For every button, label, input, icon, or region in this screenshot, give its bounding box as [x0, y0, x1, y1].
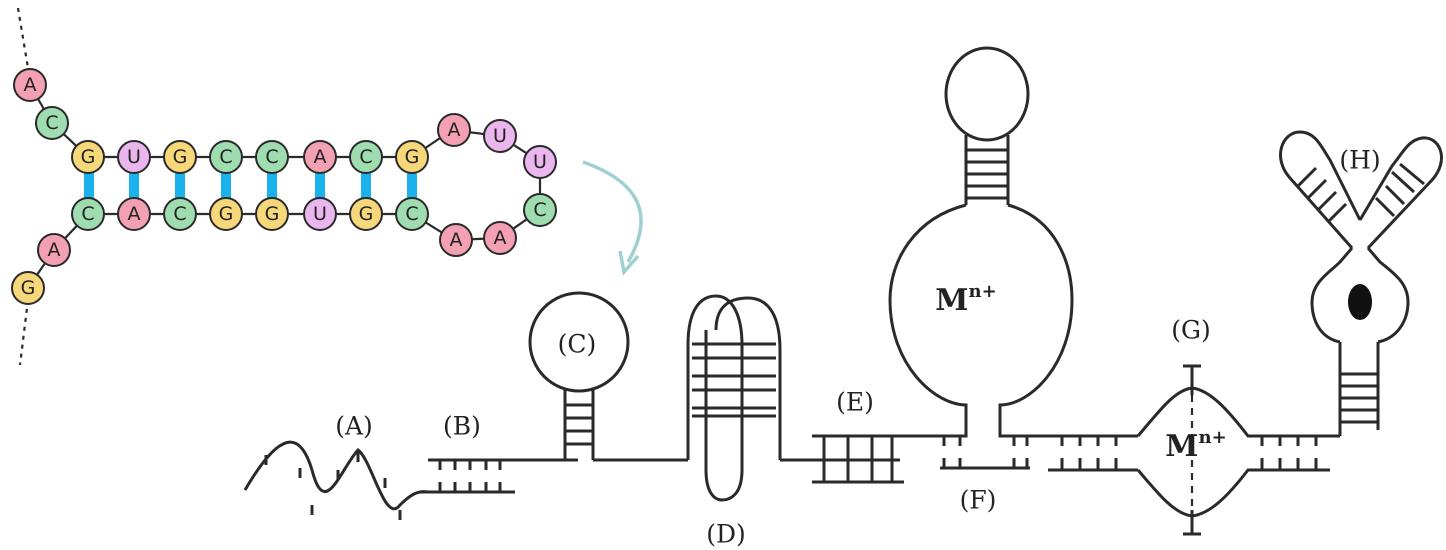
nucleotide: G — [11, 271, 45, 305]
base-pair-bars — [84, 172, 417, 200]
motif-e-duplex — [812, 434, 940, 484]
svg-text:A: A — [314, 146, 327, 168]
svg-text:G: G — [219, 203, 234, 225]
svg-text:C: C — [45, 112, 58, 134]
svg-text:U: U — [127, 146, 141, 168]
svg-text:C: C — [359, 146, 372, 168]
nucleotide: G — [255, 197, 289, 231]
svg-text:C: C — [533, 199, 546, 221]
motif-b-mismatch-duplex — [420, 458, 578, 494]
nucleotide: C — [255, 140, 289, 174]
svg-text:Mn+: Mn+ — [1165, 427, 1226, 464]
metal-ion-label-g: Mn+ — [1165, 427, 1226, 464]
nucleotide: A — [117, 197, 151, 231]
svg-text:C: C — [219, 146, 232, 168]
motif-d-pseudoknot — [686, 294, 812, 502]
nucleotide: G — [209, 197, 243, 231]
label-c: (C) — [558, 330, 597, 359]
nucleotide: C — [523, 193, 557, 227]
curved-arrow — [582, 160, 643, 276]
nucleotide: A — [439, 223, 473, 257]
label-d: (D) — [706, 520, 746, 549]
svg-text:A: A — [448, 119, 461, 141]
nucleotide: G — [395, 140, 429, 174]
nucleotide: U — [523, 145, 557, 179]
base-pair-bar — [84, 172, 94, 200]
motif-h-junction — [1279, 130, 1443, 436]
nucleotide: U — [483, 119, 517, 153]
nucleotide: A — [483, 221, 517, 255]
svg-text:C: C — [405, 203, 418, 225]
base-pair-bar — [361, 172, 371, 200]
nucleotide: U — [303, 197, 337, 231]
svg-text:A: A — [450, 229, 463, 251]
nucleotide: A — [437, 113, 471, 147]
nucleotide: C — [163, 197, 197, 231]
base-pair-bar — [267, 172, 277, 200]
motif-g-metal-bulge — [1048, 364, 1340, 536]
junction-core — [1348, 284, 1372, 320]
label-h: (H) — [1339, 146, 1380, 175]
hairpin-detail: A C G U G C C A C G A U U C A A C G U G … — [11, 7, 557, 366]
svg-text:C: C — [265, 146, 278, 168]
base-pair-bar — [407, 172, 417, 200]
svg-text:Mn+: Mn+ — [935, 281, 996, 318]
svg-text:U: U — [493, 125, 507, 147]
label-g: (G) — [1171, 316, 1210, 345]
svg-text:G: G — [81, 146, 96, 168]
nucleotide: C — [71, 197, 105, 231]
svg-text:G: G — [265, 203, 280, 225]
base-pair-bar — [315, 172, 325, 200]
nucleotide: G — [71, 140, 105, 174]
nucleotide: C — [209, 140, 243, 174]
svg-text:A: A — [48, 239, 61, 261]
svg-text:G: G — [173, 146, 188, 168]
nucleotide: C — [349, 140, 383, 174]
svg-text:A: A — [128, 203, 141, 225]
nucleotide: C — [395, 197, 429, 231]
svg-text:U: U — [533, 151, 547, 173]
label-f: (F) — [960, 486, 997, 515]
nucleotide: A — [37, 233, 71, 267]
nucleotide: C — [35, 106, 69, 140]
label-a: (A) — [335, 412, 373, 441]
nucleotide: G — [349, 197, 383, 231]
motif-a-single-strand — [243, 440, 429, 520]
motif-c-stem-loop — [528, 291, 688, 462]
strand-end-dotted-bottom — [18, 299, 30, 366]
nucleotides: A C G U G C C A C G A U U C A A C G U G … — [11, 68, 557, 305]
strand-end-dotted-top — [16, 7, 30, 69]
metal-ion-label-f: Mn+ — [935, 281, 996, 318]
nucleotide: G — [163, 140, 197, 174]
svg-text:A: A — [24, 74, 37, 96]
base-pair-bar — [175, 172, 185, 200]
svg-text:C: C — [81, 203, 94, 225]
nucleotide: U — [117, 140, 151, 174]
svg-text:A: A — [494, 227, 507, 249]
svg-text:G: G — [405, 146, 420, 168]
svg-text:G: G — [359, 203, 374, 225]
svg-text:C: C — [173, 203, 186, 225]
motif-diagram: (A) (B) (C) (D) (E) (F) (G) (H) Mn+ Mn+ — [243, 46, 1443, 549]
base-pair-bar — [129, 172, 139, 200]
svg-text:U: U — [313, 203, 327, 225]
hairpin-backbone — [27, 84, 542, 289]
nucleotide: A — [13, 68, 47, 102]
label-e: (E) — [836, 388, 874, 417]
label-b: (B) — [443, 412, 481, 441]
base-pair-bar — [221, 172, 231, 200]
motif-f-metal-loop — [888, 46, 1138, 470]
nucleotide: A — [303, 140, 337, 174]
svg-text:G: G — [21, 277, 36, 299]
